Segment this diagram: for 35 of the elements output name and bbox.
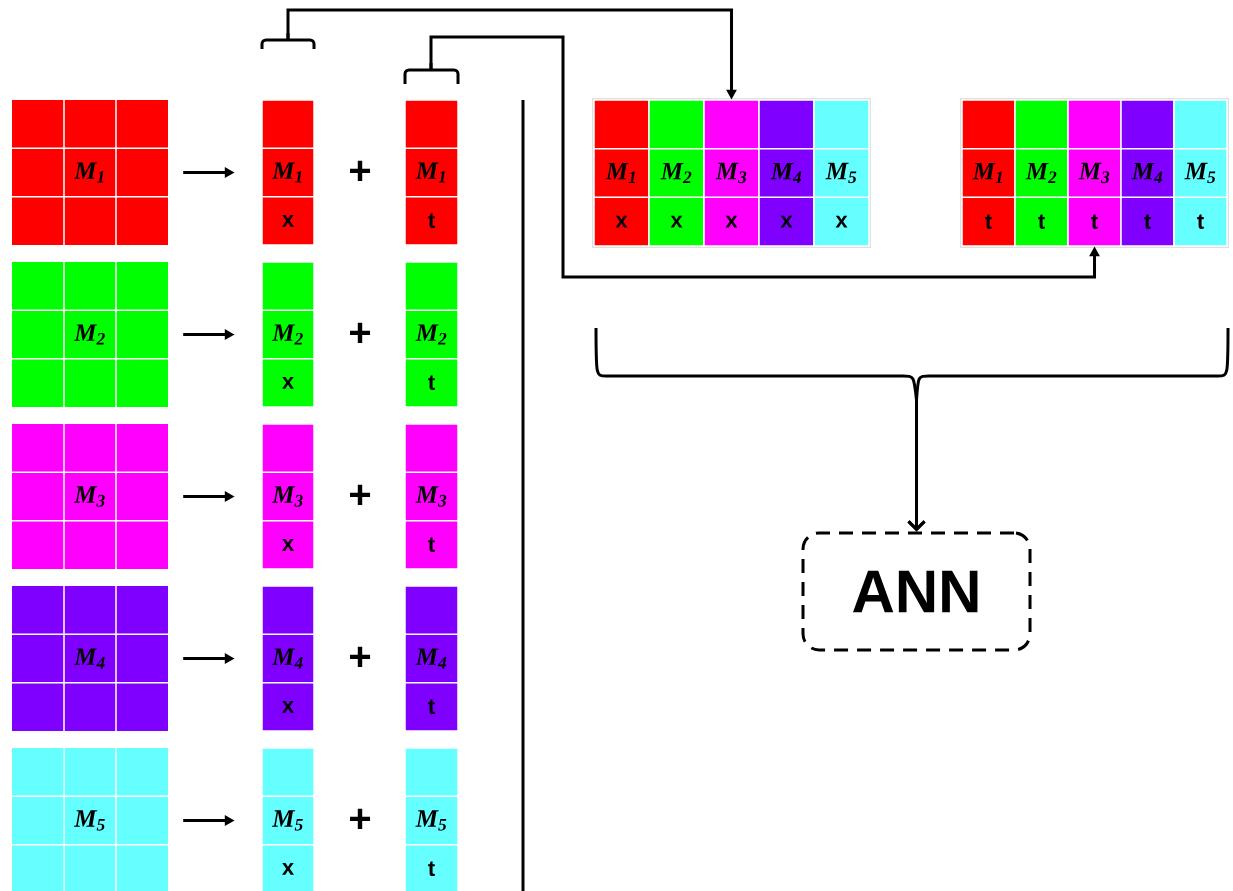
matrix-column: M$_{3}$ t bbox=[1067, 99, 1122, 247]
matrix-column: M$_{2}$ t bbox=[1014, 99, 1069, 247]
dashed-box: ANN bbox=[801, 531, 1032, 652]
matrix-frame bbox=[960, 98, 1229, 248]
matrix-column: M$_{2}$ x bbox=[648, 99, 705, 247]
matrix-column: M$_{1}$ x bbox=[593, 99, 650, 247]
matrix-column: M$_{4}$ x bbox=[758, 99, 815, 247]
matrix-column: M$_{1}$ t bbox=[961, 99, 1016, 247]
matrix-grid: M$_{5}$ bbox=[11, 747, 169, 891]
matrix-column: M$_{4}$ x bbox=[261, 585, 315, 732]
matrix-column: M$_{3}$ x bbox=[703, 99, 760, 247]
matrix-grid: M$_{3}$ bbox=[11, 423, 169, 570]
matrix-column: M$_{5}$ x bbox=[261, 747, 315, 891]
matrix-column: M$_{5}$ x bbox=[813, 99, 870, 247]
plus-sign: + bbox=[350, 646, 371, 668]
plus-sign: + bbox=[350, 484, 371, 506]
matrix-column: M$_{5}$ t bbox=[404, 747, 459, 891]
matrix-column: M$_{1}$ t bbox=[404, 99, 459, 246]
plus-sign: + bbox=[350, 808, 371, 830]
matrix-column: M$_{2}$ t bbox=[404, 261, 459, 408]
matrix-column: M$_{5}$ t bbox=[1173, 99, 1228, 247]
matrix-column: M$_{3}$ x bbox=[261, 423, 315, 570]
arrow bbox=[907, 328, 1230, 532]
matrix-column: M$_{3}$ t bbox=[404, 423, 459, 570]
matrix-frame bbox=[592, 98, 871, 248]
matrix-grid: M$_{4}$ bbox=[11, 585, 169, 732]
matrix-grid: M$_{1}$ bbox=[11, 99, 169, 246]
plus-sign: + bbox=[350, 322, 371, 344]
matrix-column: M$_{4}$ t bbox=[1120, 99, 1175, 247]
matrix-column: M$_{2}$ x bbox=[261, 261, 315, 408]
arrow bbox=[429, 35, 1100, 279]
matrix-column: M$_{4}$ t bbox=[404, 585, 459, 732]
matrix-column: M$_{1}$ x bbox=[261, 99, 315, 246]
matrix-grid: M$_{2}$ bbox=[11, 261, 169, 408]
plus-sign: + bbox=[350, 160, 371, 182]
